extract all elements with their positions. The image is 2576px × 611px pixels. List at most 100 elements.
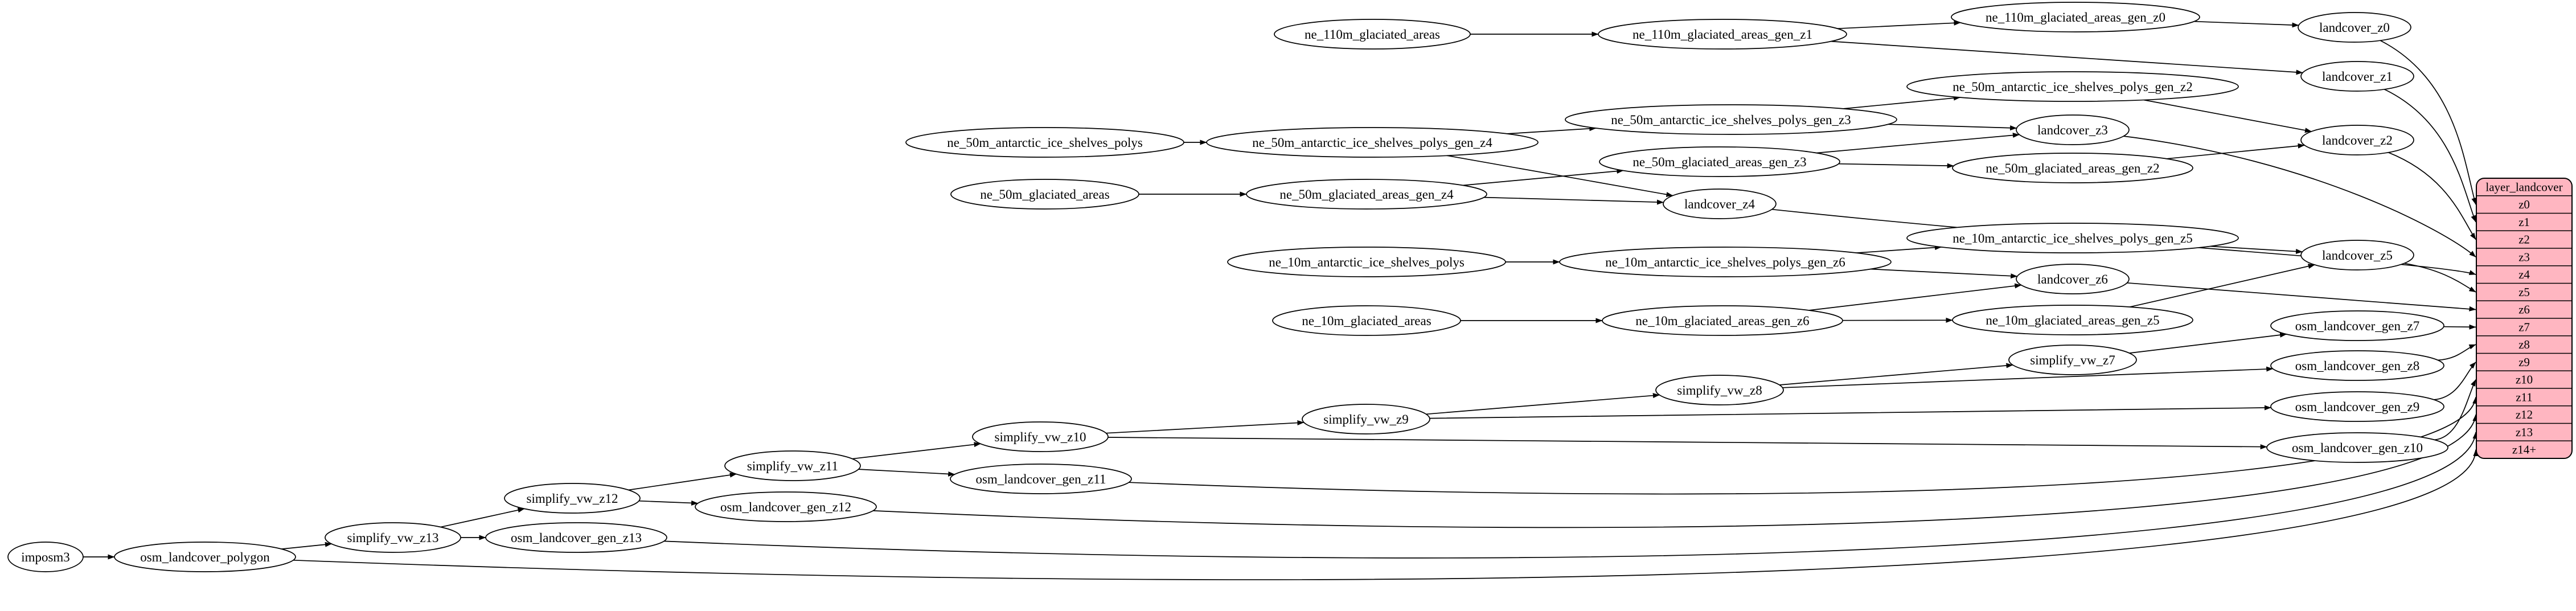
node-label: osm_landcover_gen_z13 <box>511 531 642 545</box>
table-row-label-z14+: z14+ <box>2512 443 2536 457</box>
node-ne_110m_glaciated_areas: ne_110m_glaciated_areas <box>1274 19 1471 50</box>
node-ne_110m_glaciated_areas_gen_z1: ne_110m_glaciated_areas_gen_z1 <box>1598 19 1847 50</box>
node-ellipse <box>1906 223 2239 253</box>
node-ellipse <box>1655 375 1784 405</box>
node-ellipse <box>1602 305 1843 336</box>
edge-ne_10m_antarctic_ice_shelves_polys_gen_z6-to-ne_10m_antarctic_ice_shelves_polys_gen_z5 <box>1856 245 1942 253</box>
node-ellipse <box>1565 104 1897 135</box>
node-ellipse <box>1906 71 2239 102</box>
node-ellipse <box>1206 127 1539 158</box>
edge-simplify_vw_z10-to-simplify_vw_z9 <box>1106 420 1305 434</box>
node-label: ne_10m_glaciated_areas_gen_z6 <box>1635 314 1809 328</box>
edges-layer <box>83 20 2479 580</box>
node-label: simplify_vw_z11 <box>747 459 838 473</box>
node-label: ne_50m_antarctic_ice_shelves_polys_gen_z… <box>1611 113 1851 127</box>
table-row-label-z9: z9 <box>2518 355 2530 369</box>
node-osm_landcover_gen_z13: osm_landcover_gen_z13 <box>485 522 667 553</box>
node-ellipse <box>2300 125 2414 155</box>
node-ellipse <box>2266 432 2448 463</box>
node-simplify_vw_z8: simplify_vw_z8 <box>1655 375 1784 405</box>
edge-osm_landcover_gen_z13-to-table-z13 <box>664 432 2478 559</box>
node-landcover_z0: landcover_z0 <box>2298 12 2411 43</box>
edge-ne_50m_antarctic_ice_shelves_polys_gen_z3-to-ne_50m_antarctic_ice_shelves_polys_gen_z2 <box>1843 95 1960 109</box>
node-label: landcover_z0 <box>2319 20 2390 35</box>
edge-osm_landcover_gen_z8-to-table-z8 <box>2438 344 2476 361</box>
edge-ne_50m_antarctic_ice_shelves_polys_gen_z2-to-landcover_z2 <box>2143 99 2312 133</box>
node-osm_landcover_gen_z12: osm_landcover_gen_z12 <box>695 491 877 522</box>
node-ellipse <box>7 542 84 572</box>
node-ellipse <box>2300 61 2414 92</box>
node-label: landcover_z6 <box>2037 272 2108 286</box>
node-ne_50m_antarctic_ice_shelves_polys_gen_z4: ne_50m_antarctic_ice_shelves_polys_gen_z… <box>1206 127 1539 158</box>
node-simplify_vw_z13: simplify_vw_z13 <box>325 522 461 553</box>
table-title: layer_landcover <box>2485 180 2562 194</box>
node-simplify_vw_z9: simplify_vw_z9 <box>1302 404 1430 434</box>
node-landcover_z6: landcover_z6 <box>2016 264 2130 294</box>
node-label: ne_10m_antarctic_ice_shelves_polys_gen_z… <box>1605 255 1845 269</box>
node-simplify_vw_z10: simplify_vw_z10 <box>972 421 1109 452</box>
table-row-label-z8: z8 <box>2518 338 2530 351</box>
node-ellipse <box>1952 153 2193 183</box>
edge-osm_landcover_gen_z10-to-table-z10 <box>2434 379 2476 441</box>
node-osm_landcover_gen_z7: osm_landcover_gen_z7 <box>2270 310 2444 341</box>
table-row-label-z3: z3 <box>2518 250 2530 264</box>
node-ne_10m_glaciated_areas: ne_10m_glaciated_areas <box>1272 305 1461 336</box>
node-label: simplify_vw_z13 <box>347 531 439 545</box>
edge-ne_50m_antarctic_ice_shelves_polys_gen_z4-to-ne_50m_antarctic_ice_shelves_polys_gen_z3 <box>1507 126 1597 134</box>
node-label: ne_10m_glaciated_areas_gen_z5 <box>1986 313 2159 327</box>
edge-ne_50m_antarctic_ice_shelves_polys_gen_z3-to-landcover_z3 <box>1888 124 2017 131</box>
edge-ne_50m_glaciated_areas_gen_z4-to-landcover_z4 <box>1483 196 1664 205</box>
edge-osm_landcover_gen_z11-to-table-z11 <box>1129 396 2478 495</box>
node-landcover_z5: landcover_z5 <box>2300 240 2414 270</box>
node-label: osm_landcover_gen_z9 <box>2295 400 2419 414</box>
edge-ne_50m_antarctic_ice_shelves_polys_gen_z4-to-landcover_z4 <box>1446 155 1673 197</box>
node-label: ne_110m_glaciated_areas <box>1305 27 1440 42</box>
edge-simplify_vw_z10-to-osm_landcover_gen_z10 <box>1107 437 2267 450</box>
table-row-label-z0: z0 <box>2518 198 2530 211</box>
edge-simplify_vw_z12-to-osm_landcover_gen_z12 <box>639 500 699 506</box>
node-osm_landcover_polygon: osm_landcover_polygon <box>114 542 296 572</box>
node-ellipse <box>1952 305 2193 335</box>
edge-ne_50m_glaciated_areas_gen_z2-to-landcover_z2 <box>2167 143 2305 159</box>
node-ne_10m_antarctic_ice_shelves_polys_gen_z5: ne_10m_antarctic_ice_shelves_polys_gen_z… <box>1906 223 2239 253</box>
table-row-label-z2: z2 <box>2518 233 2530 247</box>
node-label: osm_landcover_gen_z8 <box>2295 359 2419 373</box>
node-ellipse <box>905 127 1184 158</box>
table-row-label-z4: z4 <box>2518 268 2530 281</box>
node-ellipse <box>1274 19 1471 50</box>
node-ne_50m_antarctic_ice_shelves_polys: ne_50m_antarctic_ice_shelves_polys <box>905 127 1184 158</box>
table-row-label-z11: z11 <box>2516 390 2533 404</box>
node-label: landcover_z4 <box>1684 197 1755 211</box>
node-ellipse <box>2270 350 2444 381</box>
node-landcover_z2: landcover_z2 <box>2300 125 2414 155</box>
node-landcover_z3: landcover_z3 <box>2016 114 2130 145</box>
node-ne_50m_glaciated_areas_gen_z3: ne_50m_glaciated_areas_gen_z3 <box>1599 146 1840 177</box>
node-simplify_vw_z11: simplify_vw_z11 <box>724 450 861 481</box>
node-ellipse <box>1272 305 1461 336</box>
node-osm_landcover_gen_z11: osm_landcover_gen_z11 <box>950 464 1132 494</box>
node-ellipse <box>695 491 877 522</box>
edge-simplify_vw_z7-to-osm_landcover_gen_z7 <box>2129 332 2287 354</box>
node-ellipse <box>1227 247 1506 277</box>
table-row-label-z6: z6 <box>2518 303 2530 317</box>
node-landcover_z4: landcover_z4 <box>1663 188 1777 219</box>
edge-simplify_vw_z11-to-osm_landcover_gen_z11 <box>858 469 955 477</box>
node-label: ne_10m_antarctic_ice_shelves_polys <box>1269 255 1465 269</box>
node-ne_10m_glaciated_areas_gen_z5: ne_10m_glaciated_areas_gen_z5 <box>1952 305 2193 335</box>
node-simplify_vw_z7: simplify_vw_z7 <box>2008 345 2137 375</box>
node-label: landcover_z5 <box>2322 248 2393 263</box>
node-label: ne_50m_antarctic_ice_shelves_polys_gen_z… <box>1952 80 2193 94</box>
node-osm_landcover_gen_z10: osm_landcover_gen_z10 <box>2266 432 2448 463</box>
node-label: ne_50m_antarctic_ice_shelves_polys_gen_z… <box>1252 136 1492 150</box>
edge-landcover_z0-to-table-z0 <box>2380 40 2477 205</box>
node-label: osm_landcover_gen_z10 <box>2292 441 2423 455</box>
edge-ne_10m_antarctic_ice_shelves_polys_gen_z5-to-landcover_z5 <box>2210 245 2303 255</box>
node-label: simplify_vw_z8 <box>1677 383 1762 397</box>
node-ellipse <box>1663 188 1777 219</box>
node-label: ne_50m_glaciated_areas_gen_z2 <box>1986 161 2159 175</box>
node-ellipse <box>1246 179 1487 210</box>
node-ellipse <box>485 522 667 553</box>
